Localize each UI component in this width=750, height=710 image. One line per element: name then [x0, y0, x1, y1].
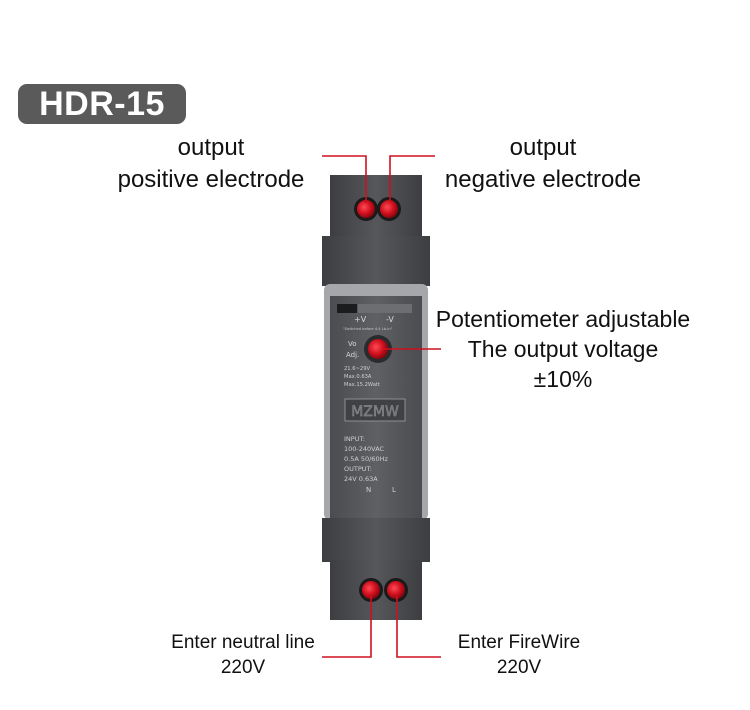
callout-neutral-line: Enter neutral line 220V	[160, 630, 326, 680]
brand-logo: MZMW	[351, 404, 399, 420]
terminal-neutral-icon	[362, 581, 380, 599]
input-voltage: 100-240VAC	[344, 445, 385, 453]
plus-v-label: +V	[354, 315, 367, 324]
callout-potentiometer-line1: Potentiometer adjustable	[435, 306, 691, 332]
callout-output-negative: output negative electrode	[436, 132, 650, 196]
voltage-range: 21.6~29V	[344, 366, 370, 372]
minus-v-label: -V	[386, 315, 394, 324]
callout-potentiometer: Potentiometer adjustable The output volt…	[432, 304, 694, 394]
model-badge: HDR-15	[18, 84, 186, 124]
n-mark: N	[366, 486, 371, 494]
output-title: OUTPUT:	[344, 465, 372, 473]
leader-positive	[322, 155, 367, 203]
adj-label: Adj.	[346, 351, 359, 359]
leader-neutral	[322, 596, 372, 658]
terminal-positive-icon	[357, 200, 375, 218]
led-window	[337, 304, 357, 313]
callout-output-positive-line1: output	[177, 134, 245, 161]
leader-negative	[389, 155, 435, 203]
callout-output-negative-line2: negative electrode	[444, 166, 642, 193]
terminal-live-icon	[387, 581, 405, 599]
callout-firewire: Enter FireWire 220V	[446, 630, 592, 680]
l-mark: L	[392, 486, 396, 494]
input-current: 0.5A 50/60Hz	[344, 455, 388, 463]
leader-firewire	[396, 596, 441, 658]
input-title: INPUT:	[344, 435, 365, 443]
brand-plate	[344, 398, 406, 422]
max-current: Max.0.63A	[344, 374, 372, 380]
top-label-strip	[358, 304, 412, 313]
callout-potentiometer-line3: ±10%	[533, 366, 593, 392]
lower-shoulder	[322, 518, 430, 562]
callout-neutral-line2: 220V	[220, 657, 266, 678]
terminal-negative-icon	[380, 200, 398, 218]
callout-output-positive-line2: positive electrode	[117, 166, 305, 193]
polarity-note: "Switched before 4.4 Lb-in"	[343, 327, 393, 331]
callout-neutral-line1: Enter neutral line	[171, 632, 315, 653]
max-power: Max.15.2Watt	[344, 382, 380, 388]
potentiometer-knob-icon	[368, 339, 388, 359]
callout-potentiometer-line2: The output voltage	[467, 336, 659, 362]
vo-label: Vo	[348, 340, 357, 348]
callout-firewire-line1: Enter FireWire	[457, 632, 581, 653]
callout-output-negative-line1: output	[509, 134, 577, 161]
callout-firewire-line2: 220V	[496, 657, 542, 678]
callout-output-positive: output positive electrode	[108, 132, 314, 196]
output-rating: 24V 0.63A	[344, 475, 378, 483]
upper-shoulder	[322, 236, 430, 286]
